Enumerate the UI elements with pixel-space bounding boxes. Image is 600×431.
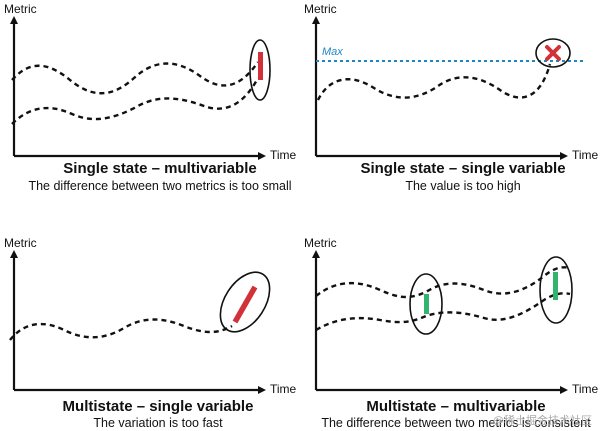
panel-title: Multistate – multivariable — [366, 398, 545, 415]
y-axis-label: Metric — [304, 2, 337, 16]
panel-multistate-single-variable: Metric Time Multistate – single variable… — [4, 236, 297, 430]
panel-subtitle: The difference between two metrics is to… — [28, 179, 291, 193]
x-axis-label: Time — [572, 148, 599, 162]
metric-series-lower — [11, 77, 260, 125]
gap-highlight-ellipse-second — [539, 256, 573, 324]
panel-title: Single state – single variable — [360, 160, 565, 177]
gap-highlight-ellipse-first — [409, 273, 443, 335]
consistent-gap-bar-second — [553, 272, 558, 300]
anomaly-gap-bar — [258, 52, 263, 80]
panel-single-state-single-variable: Metric Time Max Single state – single va… — [304, 2, 599, 193]
panel-single-state-multivariable: Metric Time Single state – multivariable… — [4, 2, 297, 193]
panel-title: Multistate – single variable — [63, 398, 254, 415]
x-axis-label: Time — [270, 382, 297, 396]
anomaly-highlight-ellipse — [219, 271, 271, 333]
y-axis-label: Metric — [4, 236, 37, 250]
metric-series-upper — [315, 266, 571, 299]
cross-icon — [545, 45, 561, 61]
consistent-gap-bar-first — [424, 294, 429, 314]
watermark: @稀土掘金技术社区 — [493, 413, 592, 427]
panel-multistate-multivariable: Metric Time Multistate – multivariable T… — [304, 236, 599, 430]
x-axis-label: Time — [270, 148, 297, 162]
anomaly-highlight-ellipse — [249, 39, 271, 101]
x-axis-label: Time — [572, 382, 599, 396]
metric-series-lower — [315, 292, 571, 332]
panel-subtitle: The variation is too fast — [93, 416, 223, 430]
max-threshold-label: Max — [322, 46, 343, 58]
anomaly-fast-change-bar — [232, 285, 258, 324]
panel-title: Single state – multivariable — [63, 160, 256, 177]
metric-series — [9, 318, 233, 341]
metric-series — [316, 63, 552, 101]
y-axis-label: Metric — [304, 236, 337, 250]
metric-series-upper — [11, 61, 259, 95]
y-axis-label: Metric — [4, 2, 37, 16]
panel-subtitle: The value is too high — [405, 179, 520, 193]
panel-subtitle: The difference between two metrics is co… — [321, 416, 591, 430]
anomaly-highlight-ellipse — [535, 38, 571, 68]
